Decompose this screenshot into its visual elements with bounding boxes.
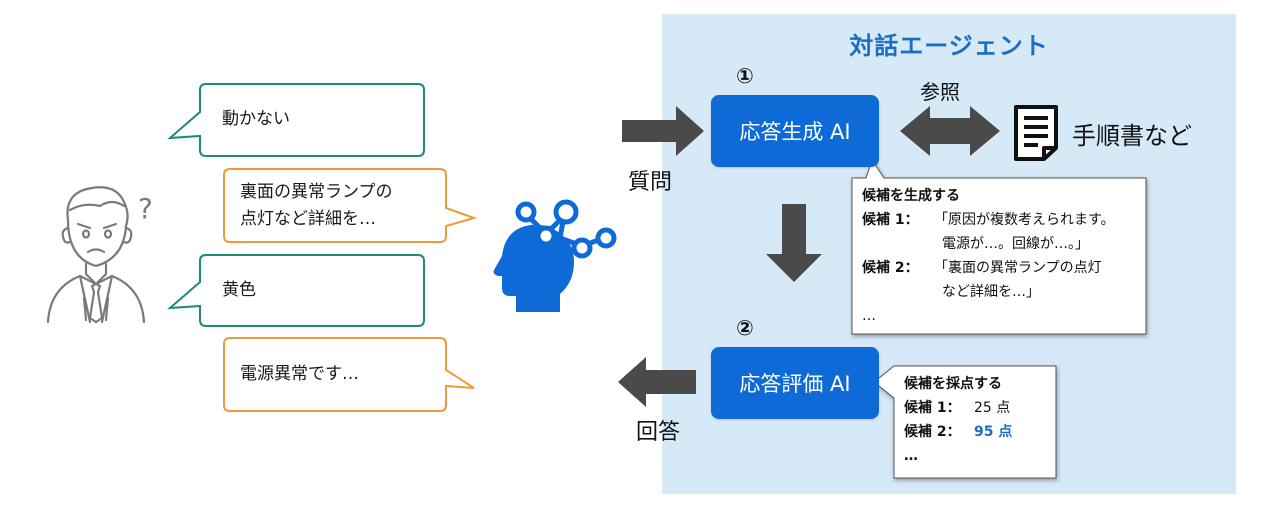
generation-candidate-2-cont: など詳細を…」 [862, 280, 1115, 304]
step-1-number: ① [736, 64, 754, 88]
evaluation-note-heading: 候補を採点する [904, 376, 1002, 392]
bubble-text-4: 電源異常です… [240, 364, 359, 384]
reference-label: 参照 [920, 80, 960, 104]
candidate-2-key: 候補 2： [862, 260, 919, 276]
down-arrow [766, 204, 822, 282]
candidate-2-line-2: など詳細を…」 [942, 284, 1040, 300]
eval-candidate-1-score: 25 点 [974, 400, 1011, 416]
reference-target: 手順書など [1072, 122, 1192, 150]
user-bubble-1 [167, 83, 425, 157]
evaluation-note: 候補を採点する 候補 1： 25 点 候補 2： 95 点 … [904, 372, 1012, 468]
generation-note-callout [851, 158, 1147, 335]
generation-note-heading: 候補を生成する [862, 188, 960, 204]
bubble-text-3: 黄色 [222, 280, 256, 300]
question-label: 質問 [628, 170, 673, 195]
candidate-1-line-1: 「原因が複数考えられます。 [934, 212, 1115, 228]
answer-arrow [618, 357, 696, 407]
step-2-number: ② [736, 316, 754, 340]
evaluation-note-more: … [904, 448, 918, 464]
agent-bubble-1 [223, 168, 478, 243]
evaluation-candidate-2: 候補 2： 95 点 [904, 420, 1012, 444]
answer-label: 回答 [636, 420, 681, 445]
generation-candidate-2: 候補 2： 「裏面の異常ランプの点灯 [862, 256, 1115, 280]
agent-panel-title: 対話エージェント [849, 32, 1049, 60]
generation-candidate-1: 候補 1： 「原因が複数考えられます。 [862, 208, 1115, 232]
evaluation-candidate-1: 候補 1： 25 点 [904, 396, 1012, 420]
question-mark: ? [138, 192, 153, 225]
reference-double-arrow [900, 106, 1000, 156]
document-icon [1014, 105, 1058, 161]
agent-bubble-2 [223, 337, 475, 412]
response-generation-ai: 応答生成 AI [711, 95, 879, 167]
bubble-text-1: 動かない [222, 109, 290, 129]
candidate-1-line-2: 電源が…。回線が…。」 [942, 236, 1089, 252]
bubble-text-2: 裏面の異常ランプの 点灯など詳細を… [240, 182, 393, 229]
candidate-2-line-1: 「裏面の異常ランプの点灯 [934, 260, 1102, 276]
evaluation-note-callout [873, 365, 1057, 479]
generation-candidate-1-cont: 電源が…。回線が…。」 [862, 232, 1115, 256]
candidate-1-key: 候補 1： [862, 212, 919, 228]
generation-note: 候補を生成する 候補 1： 「原因が複数考えられます。 電源が…。回線が…。」 … [862, 184, 1115, 328]
ai-head-icon [493, 199, 617, 312]
user-bubble-2 [167, 254, 425, 327]
eval-candidate-2-score: 95 点 [974, 424, 1013, 440]
confused-user-icon [46, 186, 146, 324]
eval-candidate-1-key: 候補 1： [904, 400, 961, 416]
response-evaluation-ai: 応答評価 AI [711, 347, 879, 419]
eval-candidate-2-key: 候補 2： [904, 424, 961, 440]
generation-note-more: … [862, 308, 876, 324]
question-arrow [622, 106, 704, 156]
